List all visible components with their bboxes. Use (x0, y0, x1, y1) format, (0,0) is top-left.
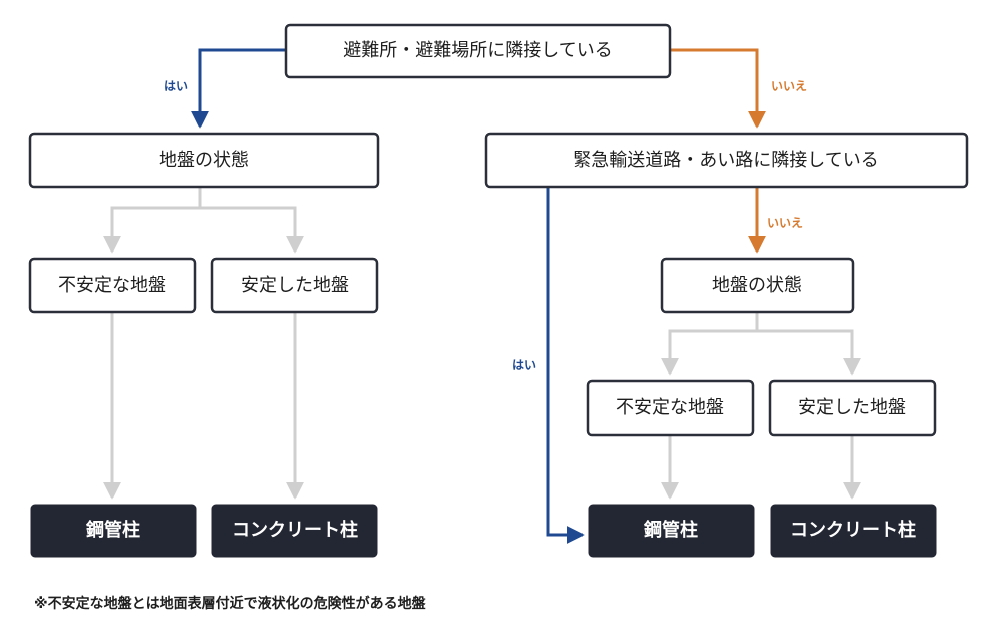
connectors (103, 48, 861, 544)
right-steel-node: 鋼管柱 (588, 504, 755, 558)
left-steel-node: 鋼管柱 (30, 504, 197, 558)
right-ground-state-node: 地盤の状態 (660, 257, 855, 314)
right-adjacent-label: 緊急輸送道路・あい路に隣接している (573, 150, 878, 171)
root-no-label: いいえ (771, 79, 807, 93)
adjacent-yes-label: はい (512, 358, 536, 372)
left-ground-state-node: 地盤の状態 (28, 132, 380, 189)
edge-root-no (670, 48, 766, 129)
right-unstable-label: 不安定な地盤 (616, 397, 724, 418)
left-concrete-node: コンクリート柱 (211, 504, 378, 558)
right-ground-state-label: 地盤の状態 (712, 275, 802, 296)
footnote: ※不安定な地盤とは地面表層付近で液状化の危険性がある地盤 (34, 596, 426, 612)
right-stable-node: 安定した地盤 (768, 379, 937, 437)
adjacent-no-label: いいえ (767, 216, 803, 230)
right-concrete-node: コンクリート柱 (770, 504, 937, 558)
root-node-label: 避難所・避難場所に隣接している (343, 40, 612, 61)
right-steel-label: 鋼管柱 (643, 519, 698, 541)
root-node: 避難所・避難場所に隣接している (284, 23, 672, 79)
left-stable-node: 安定した地盤 (210, 257, 379, 314)
edge-left-ground-to-unstable (103, 206, 200, 254)
edge-right-ground-to-stable (757, 329, 861, 376)
edge-labels: はい いいえ いいえ はい (164, 79, 807, 372)
right-stable-label: 安定した地盤 (798, 397, 906, 418)
right-concrete-label: コンクリート柱 (790, 519, 916, 541)
edge-right-ground-to-unstable (661, 329, 757, 376)
left-unstable-label: 不安定な地盤 (58, 275, 166, 296)
left-steel-label: 鋼管柱 (85, 519, 140, 541)
left-stable-label: 安定した地盤 (241, 275, 349, 296)
edge-left-ground-to-stable (200, 206, 304, 254)
root-yes-label: はい (164, 79, 188, 93)
left-ground-state-label: 地盤の状態 (159, 150, 249, 171)
edge-adjacent-yes (546, 187, 585, 544)
left-concrete-label: コンクリート柱 (232, 519, 358, 541)
edge-root-yes (191, 48, 286, 129)
left-unstable-node: 不安定な地盤 (28, 257, 197, 314)
right-unstable-node: 不安定な地盤 (586, 379, 755, 437)
right-adjacent-node: 緊急輸送道路・あい路に隣接している (484, 132, 969, 189)
